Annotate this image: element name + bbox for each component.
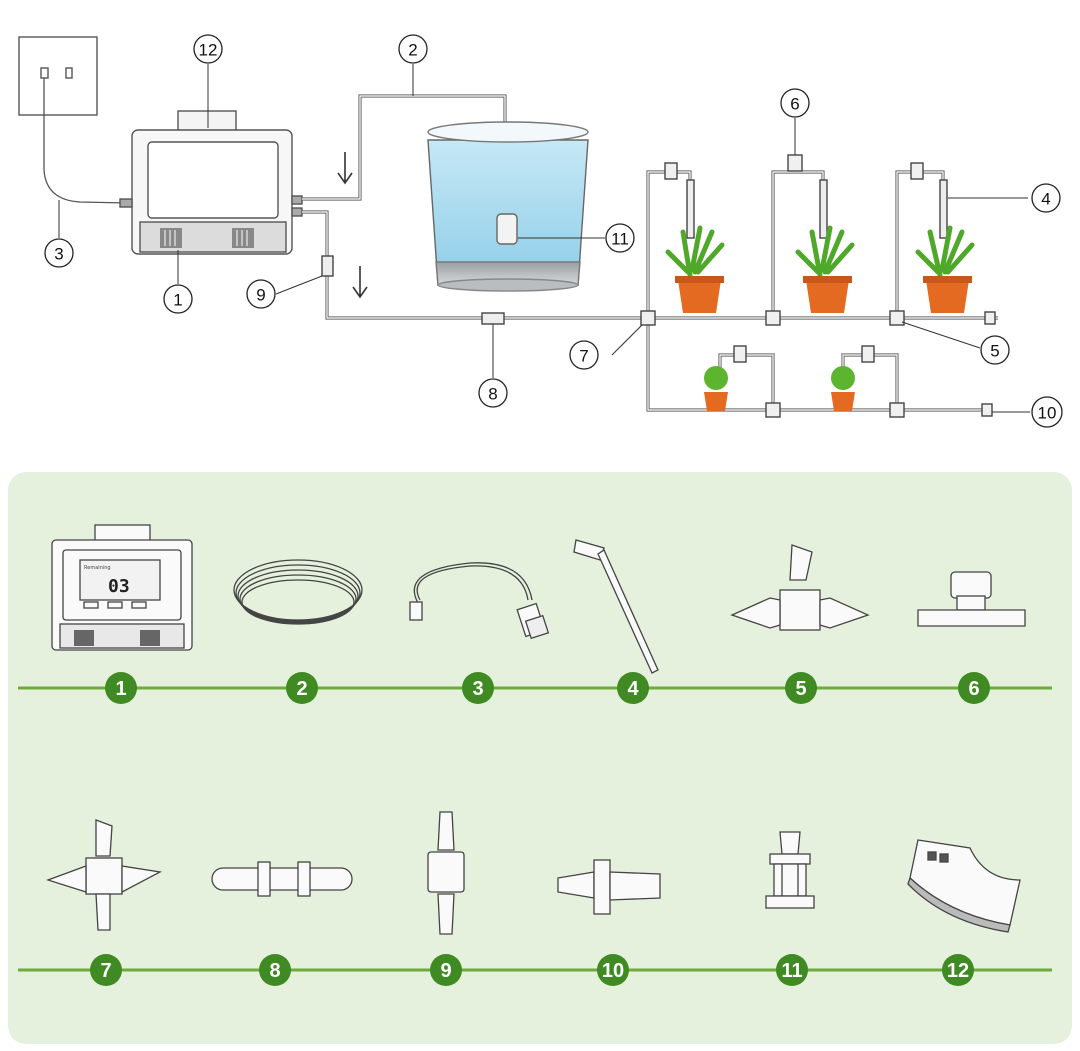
callout-label: 11 [611,230,629,249]
callout-label: 4 [1041,190,1050,209]
callout-label: 6 [790,95,799,114]
legend-badge-label: 4 [627,678,639,700]
legend-badges-row2: 7 8 9 10 11 12 [90,954,974,986]
part-tee-connector [730,544,870,631]
legend-badge [90,954,122,986]
potted-plants [665,225,975,411]
legend-badge-label: 6 [968,678,979,700]
legend-badges-row1: 1 2 3 4 5 6 [105,672,990,704]
legend-badge [617,672,649,704]
callout-leaders [58,64,1030,413]
part-holder-clip [907,839,1021,933]
check-valve [321,255,334,277]
legend-badge-label: 7 [100,960,111,982]
legend-badge-label: 11 [781,960,802,982]
controller-unit [119,110,303,255]
legend-badge-label: 1 [115,678,126,700]
legend-badge [105,672,137,704]
legend-badge-label: 9 [440,960,451,982]
legend-badge-label: 2 [296,678,307,700]
callout-label: 1 [173,291,182,310]
plant [915,225,975,313]
callout-label: 7 [579,347,588,366]
wall-socket [18,36,98,116]
legend-badge [776,954,808,986]
callout-label: 8 [488,385,497,404]
lcd-readout: 03 [108,576,130,597]
callout-markers [44,34,1063,428]
part-flow-valve [917,571,1026,627]
part-end-plug [557,859,661,915]
part-cross-connector [45,819,163,931]
callout-label: 2 [408,41,417,60]
plant [665,225,725,313]
part-drip-stake [573,539,659,674]
part-controller: Remaining 03 [51,524,193,651]
legend-badge [430,954,462,986]
legend-badge [785,672,817,704]
setup-diagram [18,36,1030,418]
legend-badge [286,672,318,704]
suction-filter [496,213,518,245]
part-filter [765,831,815,909]
callout-label: 5 [990,342,999,361]
plant [704,366,728,411]
legend-badge [958,672,990,704]
legend-badge [259,954,291,986]
plant [831,366,855,411]
part-straight-connector [211,861,353,897]
callout-label: 9 [256,286,265,305]
svg-text:Remaining: Remaining [84,565,111,571]
callout-label: 12 [199,41,218,60]
plant [795,225,855,313]
usb-cable-line [43,78,129,204]
legend-badge-label: 8 [269,960,280,982]
straight-connector [481,312,505,325]
legend-badge-label: 3 [472,678,483,700]
part-usb-cable [409,562,550,640]
legend-badge-label: 10 [602,960,624,982]
legend-badge [942,954,974,986]
flow-arrow-icon [337,152,353,185]
part-tubing [233,559,363,625]
legend-badge [462,672,494,704]
callout-label: 10 [1038,404,1057,423]
water-bucket [427,121,589,292]
drip-stakes [686,179,948,239]
part-check-valve [427,811,465,935]
legend-badge-label: 5 [795,678,806,700]
legend-badge [597,954,629,986]
tee-fittings [640,154,996,418]
flow-arrow-icon [352,266,368,299]
callout-label: 3 [54,245,63,264]
legend-badge-label: 12 [947,960,969,982]
